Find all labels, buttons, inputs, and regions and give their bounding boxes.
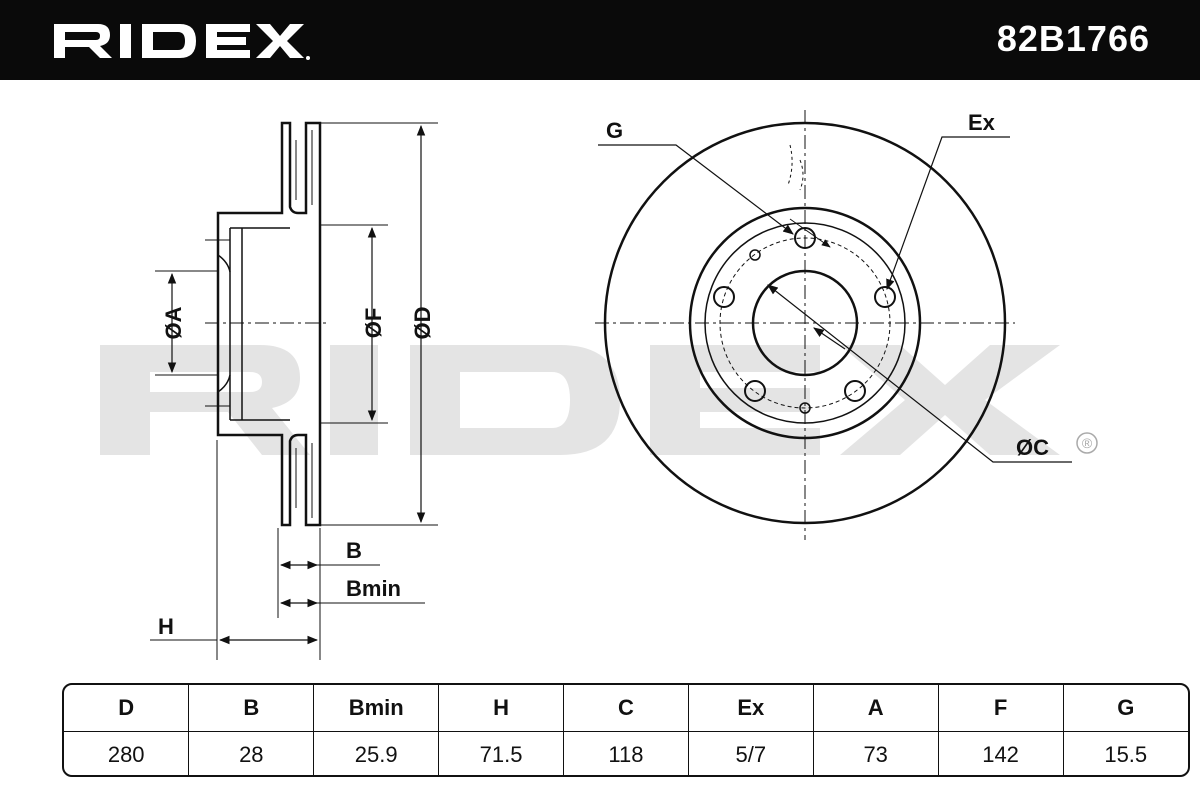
label-h: H	[158, 614, 174, 639]
value-c: 118	[563, 731, 689, 775]
header-f: F	[937, 685, 1063, 732]
specs-values-row: 280 28 25.9 71.5 118 5/7 73 142 15.5	[64, 731, 1188, 775]
label-dia-f: ØF	[361, 308, 386, 339]
header-d: D	[64, 685, 189, 732]
header-bar: 82B1766	[0, 0, 1200, 80]
header-g: G	[1062, 685, 1188, 732]
registered-mark: ®	[1082, 435, 1093, 451]
header-bmin: Bmin	[313, 685, 439, 732]
ridex-watermark	[100, 345, 1060, 455]
part-number: 82B1766	[996, 18, 1150, 59]
label-b: B	[346, 538, 362, 563]
label-dia-a: ØA	[161, 306, 186, 339]
value-h: 71.5	[438, 731, 564, 775]
value-ex: 5/7	[687, 731, 814, 775]
ridex-logo	[54, 24, 310, 60]
header-a: A	[812, 685, 939, 732]
technical-drawing: ØA ØF ØD B Bmin H G Ex ØC ®	[100, 110, 1098, 660]
front-view	[595, 110, 1072, 540]
label-ex: Ex	[968, 110, 996, 135]
label-dia-d: ØD	[410, 307, 435, 340]
header-b: B	[188, 685, 314, 732]
registered-icon	[1076, 432, 1098, 454]
label-dia-c: ØC	[1016, 435, 1049, 460]
value-f: 142	[937, 731, 1063, 775]
header-h: H	[438, 685, 564, 732]
label-g: G	[606, 118, 623, 143]
label-bmin: Bmin	[346, 576, 401, 601]
value-a: 73	[812, 731, 939, 775]
header-ex: Ex	[687, 685, 814, 732]
specs-header-row: D B Bmin H C Ex A F G	[64, 685, 1188, 732]
specs-table: D B Bmin H C Ex A F G 280 28 25.9 71.5 1…	[62, 683, 1190, 777]
value-b: 28	[188, 731, 314, 775]
value-bmin: 25.9	[313, 731, 439, 775]
value-d: 280	[107, 742, 145, 767]
side-view	[150, 121, 438, 660]
value-g: 15.5	[1062, 731, 1188, 775]
header-c: C	[563, 685, 689, 732]
